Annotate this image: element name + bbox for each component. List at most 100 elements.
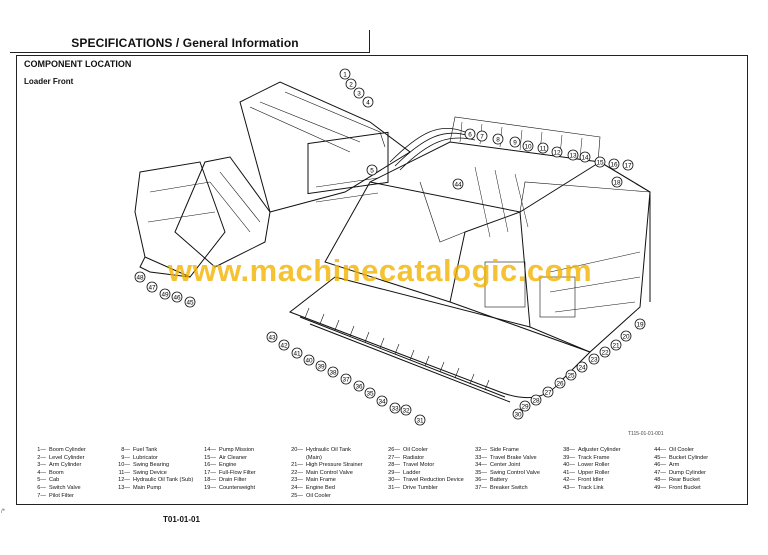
legend-item: 32—Side Frame (471, 447, 552, 455)
legend-label: Arm Cylinder (49, 462, 82, 469)
legend-number: 45— (654, 454, 666, 461)
legend-label: Drain Filter (219, 477, 247, 484)
excavator-illustration: 1 2 3 4 5 6 7 8 9 10 11 12 13 14 15 16 1… (134, 68, 651, 426)
legend-label: Switch Valve (49, 484, 81, 491)
legend-item: 43—Track Link (559, 485, 640, 493)
callout-4: 4 (362, 96, 374, 108)
callout-19: 19 (634, 318, 646, 330)
legend-number: 11— (118, 469, 130, 476)
legend-item: 33—Travel Brake Valve (471, 455, 552, 463)
legend-number: 39— (563, 454, 575, 461)
legend-label: Lower Roller (578, 462, 610, 469)
legend-number: 18— (204, 477, 216, 484)
legend-label: Swing Control Valve (490, 469, 540, 476)
legend-label: Cab (49, 477, 60, 484)
svg-text:28: 28 (532, 397, 540, 404)
legend-number: 1— (37, 447, 46, 453)
legend-number: 16— (204, 462, 216, 469)
callout-2: 2 (345, 78, 357, 90)
svg-text:3: 3 (357, 90, 361, 97)
legend-number: 43— (563, 484, 575, 491)
svg-text:10: 10 (524, 143, 532, 150)
legend-label: Arm (669, 462, 680, 469)
legend-item: 47—Dump Cylinder (650, 470, 731, 478)
callout-28: 28 (530, 394, 542, 406)
legend-label: Main Control Valve (306, 469, 353, 476)
svg-text:31: 31 (416, 417, 424, 424)
callout-35: 35 (364, 387, 376, 399)
figure-id: T115-01-01-001 (628, 431, 664, 437)
svg-text:25: 25 (567, 372, 575, 379)
legend-label: Front Bucket (669, 484, 701, 491)
legend-item: 38—Adjuster Cylinder (559, 447, 640, 455)
legend-label: Adjuster Cylinder (578, 447, 621, 453)
legend-number: 27— (388, 454, 400, 461)
legend-item: 8—Fuel Tank (114, 447, 195, 455)
legend-item: 34—Center Joint (471, 462, 552, 470)
legend-item: 12—Hydraulic Oil Tank (Sub) (114, 477, 195, 485)
legend-number: 2— (37, 454, 46, 461)
legend-item: 7—Pilot Filter (30, 493, 111, 501)
legend-label: Engine (219, 462, 237, 469)
callout-40: 40 (303, 354, 315, 366)
callout-42: 42 (278, 339, 290, 351)
callout-6: 6 (464, 128, 476, 140)
legend-item: 2—Level Cylinder (30, 455, 111, 463)
legend-item: 9—Lubricator (114, 455, 195, 463)
legend-number: 32— (475, 447, 487, 453)
callout-10: 10 (522, 140, 534, 152)
legend-label: Oil Cooler (669, 447, 694, 453)
legend-number: 31— (388, 484, 400, 491)
svg-text:13: 13 (569, 152, 577, 159)
content-frame (16, 55, 748, 505)
svg-text:6: 6 (468, 131, 472, 138)
legend-item: 13—Main Pump (114, 485, 195, 493)
svg-text:18: 18 (613, 179, 621, 186)
legend-number: 35— (475, 469, 487, 476)
legend-item: 27—Radiator (384, 455, 465, 463)
legend-label: Battery (490, 477, 508, 484)
legend-number: 10— (118, 462, 130, 469)
callout-48: 48 (134, 271, 146, 283)
legend-label: Side Frame (490, 447, 519, 453)
callout-49: 49 (159, 288, 171, 300)
legend-label: Boom Cylinder (49, 447, 86, 453)
callout-27: 27 (542, 386, 554, 398)
legend-label: Track Link (578, 484, 604, 491)
legend-column: 20—Hydraulic Oil Tank (Main)21—High Pres… (287, 447, 368, 500)
legend-label: Drive Tumbler (403, 484, 438, 491)
legend-item: 14—Pump Mission (200, 447, 281, 455)
legend-label: Radiator (403, 454, 425, 461)
legend-label: Full-Flow Filter (219, 469, 256, 476)
svg-text:42: 42 (280, 342, 288, 349)
legend-item: 11—Swing Device (114, 470, 195, 478)
legend-item: 18—Drain Filter (200, 477, 281, 485)
legend-label: Level Cylinder (49, 454, 85, 461)
callout-12: 12 (551, 146, 563, 158)
legend-item: 20—Hydraulic Oil Tank (Main) (287, 447, 368, 462)
svg-text:2: 2 (349, 81, 353, 88)
legend-number: 49— (654, 484, 666, 491)
legend-number: 20— (291, 447, 303, 453)
legend-number: 21— (291, 462, 303, 469)
svg-text:44: 44 (454, 181, 462, 188)
legend-item: 31—Drive Tumbler (384, 485, 465, 493)
svg-text:48: 48 (136, 274, 144, 281)
legend-item: 45—Bucket Cylinder (650, 455, 731, 463)
svg-text:8: 8 (496, 136, 500, 143)
legend-item: 1—Boom Cylinder (30, 447, 111, 455)
legend-item: 22—Main Control Valve (287, 470, 368, 478)
legend-number: 48— (654, 477, 666, 484)
legend-label: Upper Roller (578, 469, 610, 476)
legend-number: 30— (388, 477, 400, 484)
legend-label: Travel Motor (403, 462, 435, 469)
svg-text:14: 14 (581, 154, 589, 161)
legend-label: Rear Bucket (669, 477, 700, 484)
svg-text:11: 11 (540, 145, 547, 152)
svg-text:39: 39 (317, 363, 325, 370)
svg-text:4: 4 (366, 99, 370, 106)
legend-label: High Pressure Strainer (306, 462, 363, 469)
